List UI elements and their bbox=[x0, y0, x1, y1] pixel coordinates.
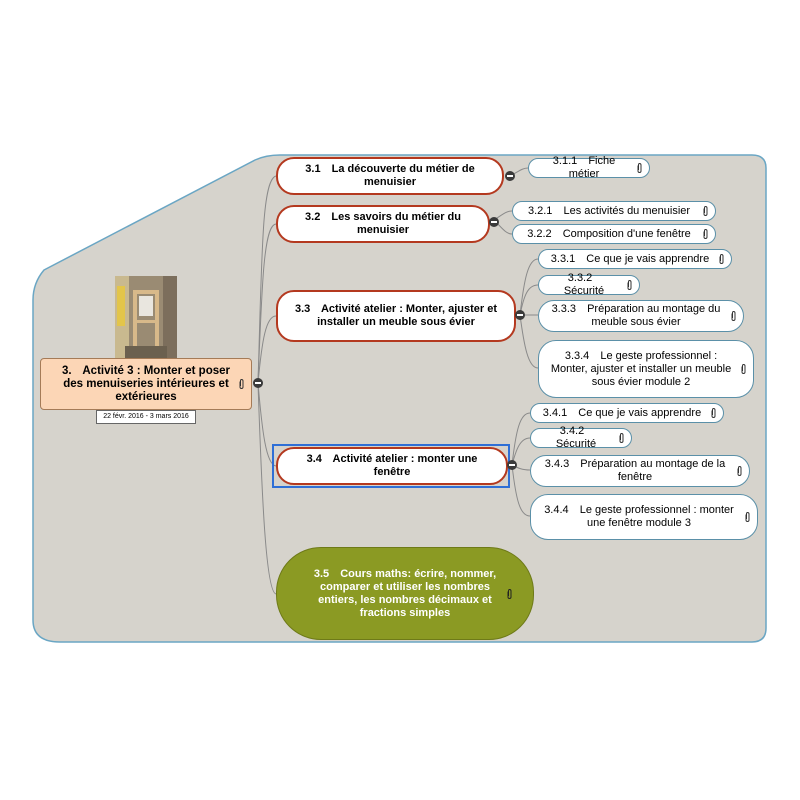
subtopic-3-3-1[interactable]: 3.3.1 Ce que je vais apprendre bbox=[538, 249, 732, 269]
subtopic-3-1-1-number: 3.1.1 bbox=[552, 155, 578, 167]
subtopic-3-3-4-number: 3.3.4 bbox=[564, 349, 590, 362]
topic-3-4-number: 3.4 bbox=[306, 453, 322, 465]
paperclip-icon[interactable] bbox=[736, 465, 743, 477]
topic-3-3-label: Activité atelier : Monter, ajuster et in… bbox=[317, 303, 497, 328]
topic-3-4[interactable]: 3.4 Activité atelier : monter une fenêtr… bbox=[276, 447, 508, 485]
paperclip-icon[interactable] bbox=[710, 407, 717, 419]
subtopic-3-4-2-number: 3.4.2 bbox=[559, 425, 585, 437]
collapse-toggle-icon[interactable] bbox=[505, 171, 515, 181]
topic-3-4-label: Activité atelier : monter une fenêtre bbox=[332, 453, 478, 478]
subtopic-3-4-3[interactable]: 3.4.3 Préparation au montage de la fenêt… bbox=[530, 455, 750, 487]
paperclip-icon[interactable] bbox=[718, 253, 725, 265]
collapse-toggle-icon[interactable] bbox=[253, 378, 263, 388]
topic-3-1-number: 3.1 bbox=[305, 163, 321, 175]
paperclip-icon[interactable] bbox=[702, 205, 709, 217]
link-root-3-5 bbox=[257, 382, 277, 595]
paperclip-icon[interactable] bbox=[618, 432, 625, 444]
topic-3-3-number: 3.3 bbox=[294, 303, 311, 315]
subtopic-3-3-2-number: 3.3.2 bbox=[567, 272, 593, 284]
subtopic-3-1-1[interactable]: 3.1.1 Fiche métier bbox=[528, 155, 650, 180]
subtopic-3-3-2-label: Sécurité bbox=[563, 285, 605, 297]
link-root-3-1 bbox=[257, 175, 277, 384]
subtopic-3-4-2-label: Sécurité bbox=[555, 438, 597, 450]
subtopic-3-4-1-number: 3.4.1 bbox=[542, 406, 568, 419]
subtopic-3-4-3-label: Préparation au montage de la fenêtre bbox=[580, 458, 726, 483]
subtopic-3-3-4[interactable]: 3.3.4 Le geste professionnel : Monter, a… bbox=[538, 340, 754, 398]
collapse-toggle-icon[interactable] bbox=[507, 460, 517, 470]
root-topic[interactable]: 3. Activité 3 : Monter et poser des menu… bbox=[40, 358, 252, 410]
topic-3-5-number: 3.5 bbox=[313, 567, 330, 580]
collapse-toggle-icon[interactable] bbox=[515, 310, 525, 320]
link-3-4-4 bbox=[511, 464, 531, 517]
link-root-3-3 bbox=[257, 315, 277, 384]
root-date-range: 22 févr. 2016 - 3 mars 2016 bbox=[96, 410, 196, 424]
subtopic-3-2-2[interactable]: 3.2.2 Composition d'une fenêtre bbox=[512, 224, 716, 244]
subtopic-3-2-2-number: 3.2.2 bbox=[527, 227, 552, 240]
topic-3-3[interactable]: 3.3 Activité atelier : Monter, ajuster e… bbox=[276, 290, 516, 342]
link-3-3-4 bbox=[519, 314, 539, 369]
root-number: 3. bbox=[62, 364, 72, 377]
subtopic-3-3-4-label: Le geste professionnel : Monter, ajuster… bbox=[550, 349, 732, 388]
subtopic-3-4-4-label: Le geste professionnel : monter une fenê… bbox=[579, 504, 734, 529]
collapse-toggle-icon[interactable] bbox=[489, 217, 499, 227]
subtopic-3-3-3-number: 3.3.3 bbox=[551, 303, 577, 315]
root-label: Activité 3 : Monter et poser des menuise… bbox=[63, 364, 230, 403]
subtopic-3-3-3-label: Préparation au montage du meuble sous év… bbox=[587, 303, 721, 328]
subtopic-3-4-1-label: Ce que je vais apprendre bbox=[578, 406, 702, 419]
workshop-photo[interactable] bbox=[115, 276, 177, 358]
paperclip-icon[interactable] bbox=[744, 511, 751, 523]
paperclip-icon[interactable] bbox=[626, 279, 633, 291]
link-3-3-1 bbox=[519, 258, 539, 316]
subtopic-3-4-3-number: 3.4.3 bbox=[544, 458, 570, 470]
topic-3-2-label: Les savoirs du métier du menuisier bbox=[331, 211, 461, 236]
link-root-3-2 bbox=[257, 223, 277, 384]
paperclip-icon[interactable] bbox=[636, 162, 643, 174]
topic-3-2[interactable]: 3.2 Les savoirs du métier du menuisier bbox=[276, 205, 490, 243]
paperclip-icon[interactable] bbox=[506, 588, 513, 599]
subtopic-3-4-1[interactable]: 3.4.1 Ce que je vais apprendre bbox=[530, 403, 724, 423]
subtopic-3-4-4-number: 3.4.4 bbox=[544, 504, 569, 516]
subtopic-3-2-1-label: Les activités du menuisier bbox=[563, 204, 691, 217]
subtopic-3-3-3[interactable]: 3.3.3 Préparation au montage du meuble s… bbox=[538, 300, 744, 332]
link-3-4-1 bbox=[511, 412, 531, 466]
topic-3-2-number: 3.2 bbox=[305, 211, 321, 223]
subtopic-3-4-4[interactable]: 3.4.4 Le geste professionnel : monter un… bbox=[530, 494, 758, 540]
paperclip-icon[interactable] bbox=[740, 363, 747, 375]
subtopic-3-2-2-label: Composition d'une fenêtre bbox=[562, 227, 691, 240]
subtopic-3-3-1-label: Ce que je vais apprendre bbox=[586, 252, 710, 265]
workshop-photo-graphic bbox=[115, 276, 177, 358]
paperclip-icon[interactable] bbox=[730, 310, 737, 322]
subtopic-3-2-1-number: 3.2.1 bbox=[527, 204, 553, 217]
subtopic-3-2-1[interactable]: 3.2.1 Les activités du menuisier bbox=[512, 201, 716, 221]
subtopic-3-3-2[interactable]: 3.3.2 Sécurité bbox=[538, 272, 640, 297]
paperclip-icon[interactable] bbox=[702, 228, 709, 240]
subtopic-3-3-1-number: 3.3.1 bbox=[550, 252, 576, 265]
topic-3-5[interactable]: 3.5 Cours maths: écrire, nommer, compare… bbox=[276, 547, 534, 640]
subtopic-3-1-1-label: Fiche métier bbox=[568, 155, 616, 180]
subtopic-3-4-2[interactable]: 3.4.2 Sécurité bbox=[530, 425, 632, 450]
topic-3-1[interactable]: 3.1 La découverte du métier de menuisier bbox=[276, 157, 504, 195]
topic-3-5-label: Cours maths: écrire, nommer, comparer et… bbox=[318, 567, 497, 619]
paperclip-icon[interactable] bbox=[238, 378, 245, 390]
topic-3-1-label: La découverte du métier de menuisier bbox=[331, 163, 475, 188]
